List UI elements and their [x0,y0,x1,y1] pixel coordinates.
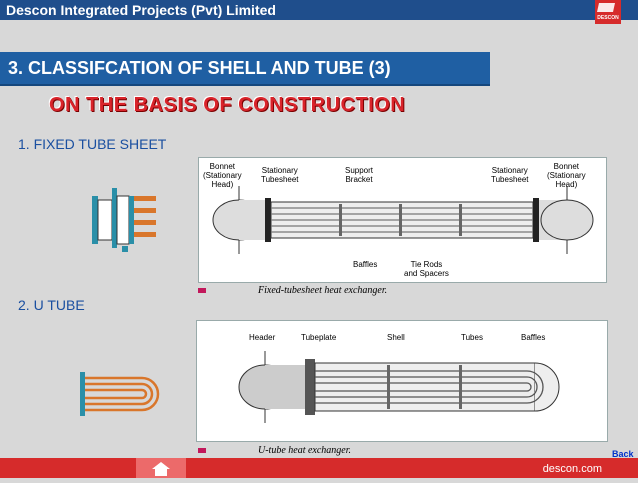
callout-tubeplate: Tubeplate [301,333,337,342]
basis-heading: ON THE BASIS OF CONSTRUCTION [49,94,406,116]
home-button[interactable] [136,458,186,478]
descon-logo: DESCON [595,0,621,24]
logo-text: DESCON [597,15,619,21]
top-bar: Descon Integrated Projects (Pvt) Limited [0,0,638,20]
fixed-tube-caption: Fixed-tubesheet heat exchanger. [258,285,388,296]
u-tube-diagram: Header Tubeplate Shell Tubes Baffles [196,320,608,442]
fixed-tube-thumbnail [92,188,156,252]
callout-shell: Shell [387,333,405,342]
company-name: Descon Integrated Projects (Pvt) Limited [6,2,276,18]
back-link[interactable]: Back [612,449,634,459]
u-tube-caption: U-tube heat exchanger. [258,445,352,456]
caption-bullet [198,448,206,453]
callout-baffles-u: Baffles [521,333,546,342]
section-title: 3. CLASSIFCATION OF SHELL AND TUBE (3) [8,58,391,78]
u-tube-label: 2. U TUBE [18,297,85,313]
callout-baffles: Baffles [353,260,378,269]
caption-bullet [198,288,206,293]
callout-header: Header [249,333,276,342]
u-tube-thumbnail [80,372,160,416]
section-bar: 3. CLASSIFCATION OF SHELL AND TUBE (3) [0,52,490,86]
callout-tubes: Tubes [461,333,483,342]
home-icon [152,462,170,476]
fixed-tube-sheet-label: 1. FIXED TUBE SHEET [18,136,167,152]
website-link[interactable]: descon.com [542,463,602,475]
